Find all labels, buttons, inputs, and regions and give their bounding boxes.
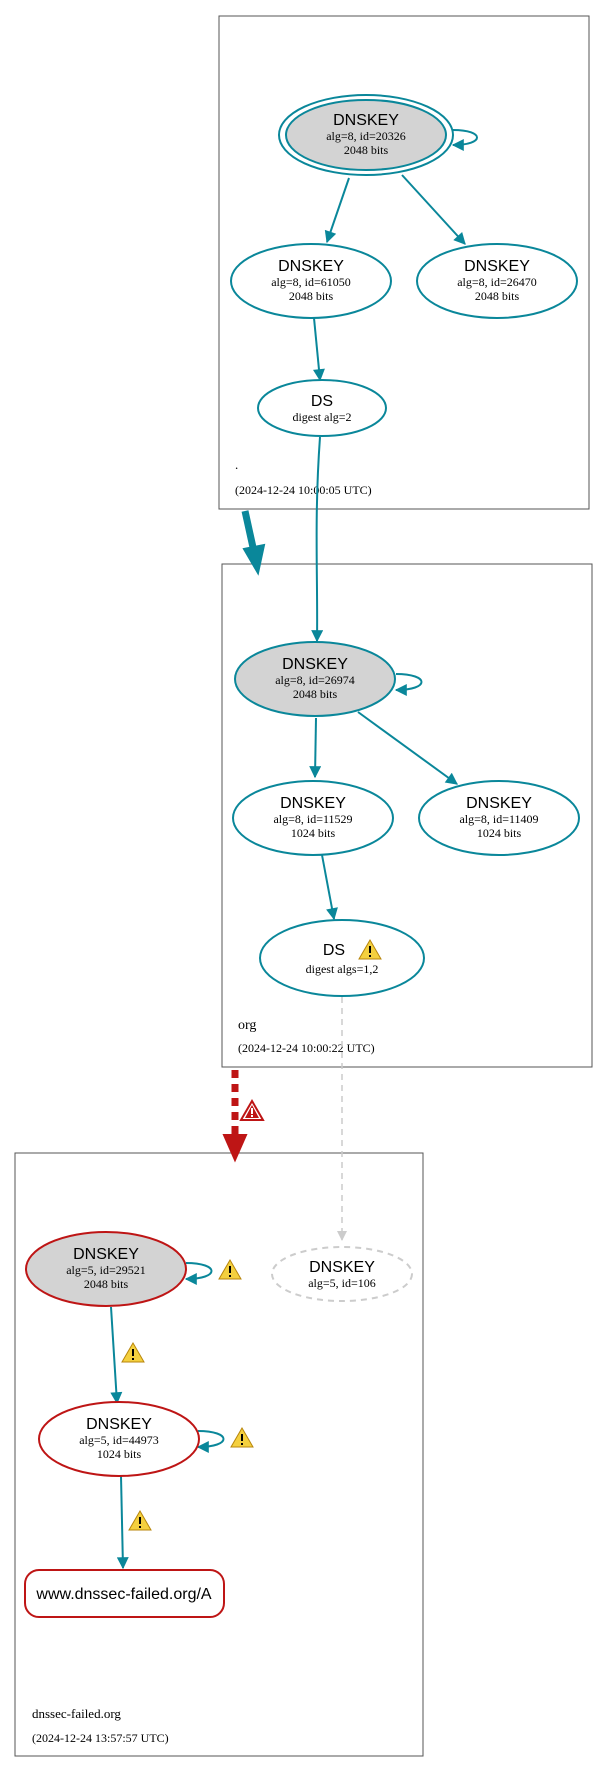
zone-dnssec-failed-timestamp: (2024-12-24 13:57:57 UTC) (32, 1731, 169, 1745)
edge-root-ksk-self (451, 129, 478, 151)
delegation-root-to-org (241, 510, 258, 553)
node-org-zsk1-title: DNSKEY (280, 795, 346, 812)
zone-org-name: org (238, 1018, 256, 1033)
node-df-missing-key-title: DNSKEY (309, 1259, 375, 1276)
delegation-org-to-dnssec-failed-head (222, 1134, 248, 1163)
edge-df-zsk-to-rrset (116, 1475, 129, 1570)
zone-root: . (2024-12-24 10:00:05 UTC) (218, 15, 590, 510)
node-org-zsk1-line2: 1024 bits (291, 826, 336, 840)
edge-root-ksk-to-zsk1 (324, 177, 350, 244)
node-root-ksk-line2: 2048 bits (344, 143, 389, 157)
node-org-zsk2-title: DNSKEY (466, 795, 532, 812)
node-df-rrset[interactable]: www.dnssec-failed.org/A (24, 1569, 225, 1618)
warning-icon[interactable] (128, 1510, 152, 1531)
node-org-ds-title: DS (323, 942, 345, 959)
edges (110, 129, 478, 1570)
node-root-zsk1-line1: alg=8, id=61050 (271, 275, 351, 289)
node-root-zsk2[interactable]: DNSKEY alg=8, id=26470 2048 bits (416, 243, 578, 319)
edge-root-zsk1-to-ds (312, 317, 325, 382)
node-root-ds-line1: digest alg=2 (292, 410, 351, 424)
edge-org-ksk-self (394, 673, 423, 696)
delegation-root-to-org-head (242, 543, 266, 576)
node-df-zsk[interactable]: DNSKEY alg=5, id=44973 1024 bits (38, 1401, 200, 1477)
node-df-rrset-title: www.dnssec-failed.org/A (35, 1586, 212, 1603)
node-root-zsk1-line2: 2048 bits (289, 289, 334, 303)
node-root-zsk1-title: DNSKEY (278, 258, 344, 275)
zone-org-timestamp: (2024-12-24 10:00:22 UTC) (238, 1041, 375, 1055)
warning-icon[interactable] (218, 1259, 242, 1280)
zone-dnssec-failed-box (14, 1152, 424, 1757)
warning-icon[interactable] (230, 1427, 254, 1448)
edge-org-ksk-to-zsk2 (357, 711, 458, 785)
node-root-ksk-title: DNSKEY (333, 112, 399, 129)
node-df-ksk-line2: 2048 bits (84, 1277, 129, 1291)
edge-df-ksk-to-zsk (110, 1306, 123, 1405)
node-df-zsk-line1: alg=5, id=44973 (79, 1433, 159, 1447)
node-root-ksk[interactable]: DNSKEY alg=8, id=20326 2048 bits (278, 94, 454, 176)
node-df-zsk-title: DNSKEY (86, 1416, 152, 1433)
node-org-zsk2-line2: 1024 bits (477, 826, 522, 840)
node-root-zsk1[interactable]: DNSKEY alg=8, id=61050 2048 bits (230, 243, 392, 319)
zone-root-timestamp: (2024-12-24 10:00:05 UTC) (235, 483, 372, 497)
zone-root-box (218, 15, 590, 510)
zone-dnssec-failed-name: dnssec-failed.org (32, 1706, 121, 1721)
node-df-missing-key-line1: alg=5, id=106 (308, 1276, 376, 1290)
node-org-zsk2-line1: alg=8, id=11409 (459, 812, 538, 826)
edge-org-ksk-to-zsk1 (309, 717, 322, 779)
zone-org: org (2024-12-24 10:00:22 UTC) (221, 563, 593, 1068)
node-org-zsk2[interactable]: DNSKEY alg=8, id=11409 1024 bits (418, 780, 580, 856)
edge-df-ksk-self (184, 1262, 213, 1285)
node-df-missing-key[interactable]: DNSKEY alg=5, id=106 (271, 1246, 413, 1302)
node-org-ksk-title: DNSKEY (282, 656, 348, 673)
node-root-zsk2-line1: alg=8, id=26470 (457, 275, 537, 289)
node-root-ds[interactable]: DS digest alg=2 (257, 379, 387, 437)
node-root-zsk2-title: DNSKEY (464, 258, 530, 275)
node-df-zsk-line2: 1024 bits (97, 1447, 142, 1461)
node-org-ksk-line2: 2048 bits (293, 687, 338, 701)
node-org-zsk1[interactable]: DNSKEY alg=8, id=11529 1024 bits (232, 780, 394, 856)
node-root-ds-title: DS (311, 393, 333, 410)
node-df-ksk-title: DNSKEY (73, 1246, 139, 1263)
edge-root-ksk-to-zsk2 (401, 174, 466, 245)
edge-root-ds-to-org-ksk (311, 436, 324, 643)
edge-df-zsk-self (196, 1430, 225, 1453)
edge-org-zsk1-to-ds (321, 854, 338, 921)
warning-icon[interactable] (358, 939, 382, 960)
node-org-ds-line1: digest algs=1,2 (306, 962, 379, 976)
node-root-zsk2-line2: 2048 bits (475, 289, 520, 303)
node-root-ksk-line1: alg=8, id=20326 (326, 129, 406, 143)
node-org-zsk1-line1: alg=8, id=11529 (273, 812, 352, 826)
bogus-warning-icon[interactable] (239, 1099, 265, 1121)
zone-dnssec-failed: dnssec-failed.org (2024-12-24 13:57:57 U… (14, 1152, 424, 1757)
warning-icon[interactable] (121, 1342, 145, 1363)
node-org-ksk-line1: alg=8, id=26974 (275, 673, 355, 687)
zone-root-name: . (235, 457, 238, 472)
node-df-ksk-line1: alg=5, id=29521 (66, 1263, 146, 1277)
zone-org-box (221, 563, 593, 1068)
node-org-ds[interactable]: DS digest algs=1,2 (259, 919, 425, 997)
node-org-ksk[interactable]: DNSKEY alg=8, id=26974 2048 bits (234, 641, 396, 717)
node-df-ksk[interactable]: DNSKEY alg=5, id=29521 2048 bits (25, 1231, 187, 1307)
